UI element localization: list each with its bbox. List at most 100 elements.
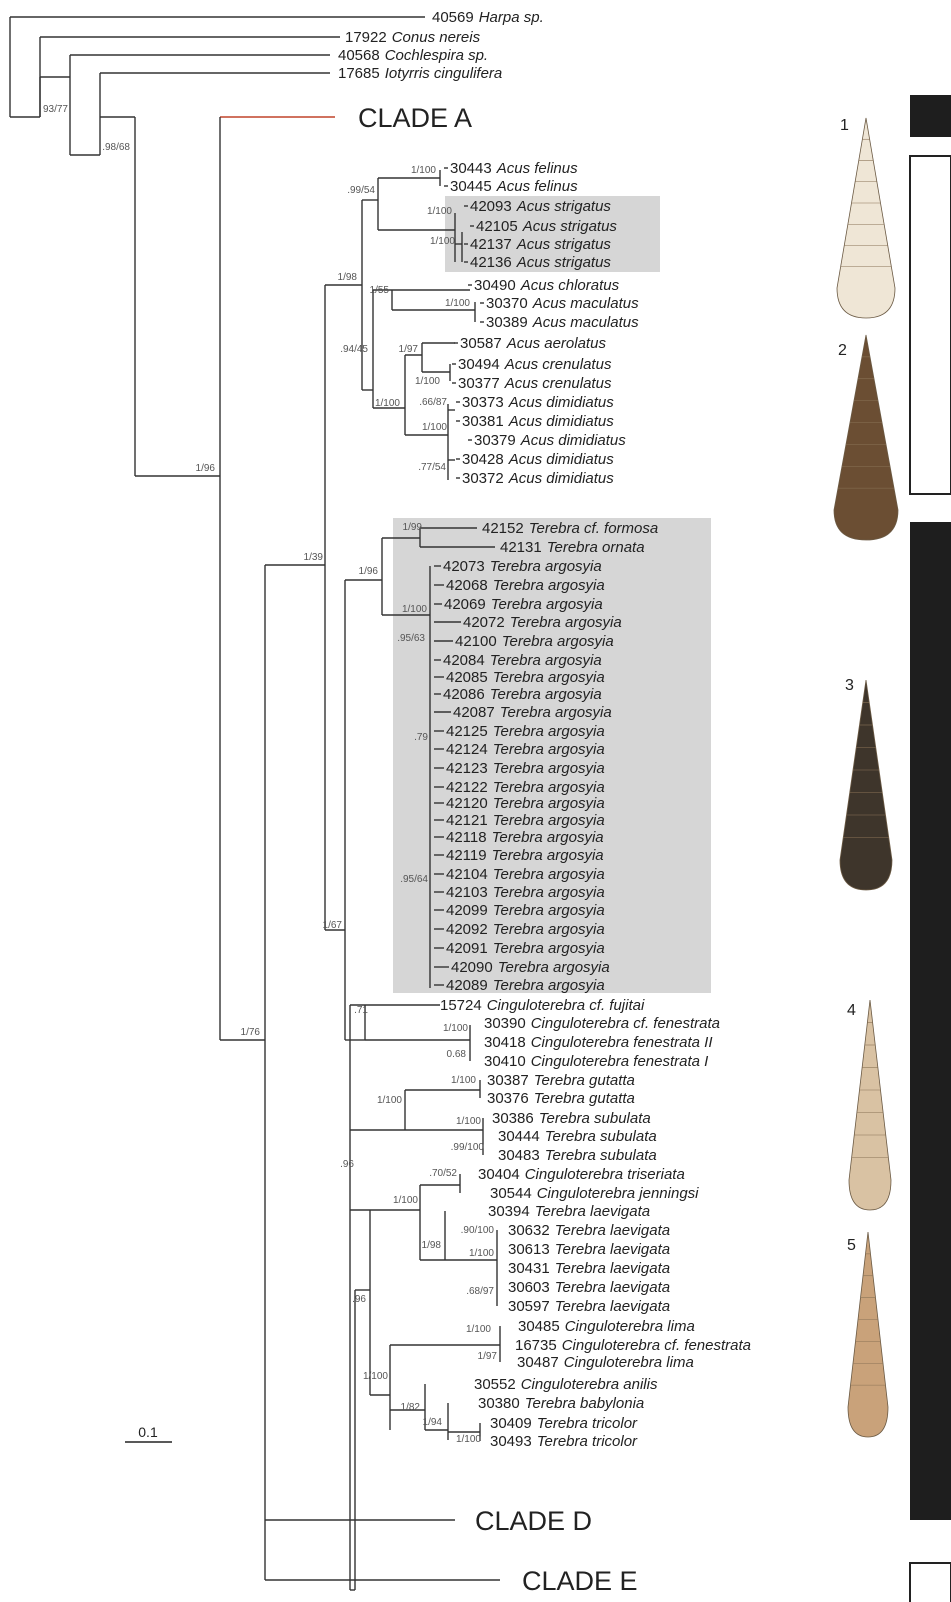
tip-cinguloterebra: 16735Cinguloterebra cf. fenestrata: [515, 1337, 751, 1354]
support-value: 1/100: [402, 604, 427, 615]
tip-terebra: 42069Terebra argosyia: [444, 596, 603, 613]
support-value: 1/100: [363, 1371, 388, 1382]
support-value: 1/76: [241, 1027, 261, 1038]
clade-c-bar: [910, 522, 951, 1520]
support-value: .79: [414, 732, 428, 743]
shell-number: 4: [847, 1002, 856, 1019]
tip-cinguloterebra: 30409Terebra tricolor: [490, 1415, 638, 1432]
support-value: .68/97: [466, 1286, 494, 1297]
clade-b-bar: [910, 156, 951, 494]
tip-terebra: 42121Terebra argosyia: [446, 812, 605, 829]
support-value: 1/94: [423, 1417, 443, 1428]
tip-cinguloterebra: 30597Terebra laevigata: [508, 1298, 670, 1315]
shell-cinguloterebra: [848, 1232, 888, 1437]
shell-terebra-gutatta: [849, 1000, 891, 1210]
tip-cinguloterebra: 30386Terebra subulata: [492, 1110, 651, 1127]
tip-acus: 30379Acus dimidiatus: [474, 432, 626, 449]
tip-conus: 17922Conus nereis: [345, 29, 481, 46]
shell-terebra-argosyia: [840, 680, 892, 890]
clade-a-label: CLADE A: [358, 103, 472, 133]
shell-number: 3: [845, 677, 854, 694]
support-value: 1/96: [196, 463, 216, 474]
support-value: .95/64: [400, 874, 428, 885]
tip-cinguloterebra: 30487Cinguloterebra lima: [517, 1354, 694, 1371]
support-value: .99/100: [451, 1142, 485, 1153]
tip-cinguloterebra: 30485Cinguloterebra lima: [518, 1318, 695, 1335]
support-value: 1/100: [430, 236, 455, 247]
tip-cinguloterebra: 30613Terebra laevigata: [508, 1241, 670, 1258]
support-value: 1/100: [415, 376, 440, 387]
tip-acus: 30381Acus dimidiatus: [462, 413, 614, 430]
tip-terebra: 42131Terebra ornata: [500, 539, 645, 556]
tip-acus: 30587Acus aerolatus: [460, 335, 606, 352]
tip-terebra: 42103Terebra argosyia: [446, 884, 605, 901]
tip-terebra: 42122Terebra argosyia: [446, 779, 605, 796]
scale-bar-label: 0.1: [138, 1424, 158, 1440]
tip-cinguloterebra: 30376Terebra gutatta: [487, 1090, 635, 1107]
tip-acus: 30372Acus dimidiatus: [462, 470, 614, 487]
tip-terebra: 42123Terebra argosyia: [446, 760, 605, 777]
shell-number: 1: [840, 117, 849, 134]
tip-acus: 42105Acus strigatus: [476, 218, 617, 235]
shell-number: 2: [838, 342, 847, 359]
support-value: 1/39: [304, 552, 324, 563]
clade-e-label: CLADE E: [522, 1566, 638, 1596]
support-value: 1/100: [422, 422, 447, 433]
support-value: 1/100: [456, 1434, 481, 1445]
clade-a-bar: [910, 95, 951, 137]
clade-e-bar: [910, 1563, 951, 1602]
tip-acus: 30389Acus maculatus: [486, 314, 639, 331]
shell-acus-dimidiatus: [834, 335, 898, 540]
support-value: .66/87: [419, 397, 447, 408]
support-value: 1/100: [443, 1023, 468, 1034]
support-value: 1/82: [401, 1402, 421, 1413]
support-value: 0.68: [447, 1049, 467, 1060]
tip-terebra: 42119Terebra argosyia: [446, 847, 604, 864]
tip-cochlespira: 40568Cochlespira sp.: [338, 47, 488, 64]
tip-acus: 30490Acus chloratus: [474, 277, 620, 294]
support-value: 1/100: [427, 206, 452, 217]
tip-terebra: 42099Terebra argosyia: [446, 902, 605, 919]
tip-acus: 30370Acus maculatus: [486, 295, 639, 312]
tip-terebra: 42090Terebra argosyia: [451, 959, 610, 976]
tip-terebra: 42100Terebra argosyia: [455, 633, 614, 650]
tip-terebra: 42125Terebra argosyia: [446, 723, 605, 740]
tip-terebra: 42104Terebra argosyia: [446, 866, 605, 883]
tip-terebra: 42085Terebra argosyia: [446, 669, 605, 686]
tip-cinguloterebra: 30404Cinguloterebra triseriata: [478, 1166, 685, 1183]
support-value: 1/100: [375, 398, 400, 409]
tip-acus: 30428Acus dimidiatus: [462, 451, 614, 468]
support-value: 1/100: [445, 298, 470, 309]
tip-cinguloterebra: 30493Terebra tricolor: [490, 1433, 638, 1450]
tip-cinguloterebra: 30410Cinguloterebra fenestrata I: [484, 1053, 708, 1070]
support-value: 1/100: [377, 1095, 402, 1106]
tip-terebra: 42084Terebra argosyia: [443, 652, 602, 669]
support-value: .95/63: [397, 633, 425, 644]
support-value: 1/99: [403, 522, 423, 533]
shell-acus-strigatus: [837, 118, 895, 318]
support-value: 1/100: [411, 165, 436, 176]
tip-harpa: 40569Harpa sp.: [432, 9, 544, 26]
tip-iotyrris: 17685Iotyrris cingulifera: [338, 65, 502, 82]
tip-terebra: 42091Terebra argosyia: [446, 940, 605, 957]
support-value: 1/67: [323, 920, 343, 931]
tip-cinguloterebra: 30390Cinguloterebra cf. fenestrata: [484, 1015, 720, 1032]
support-value: 1/100: [456, 1116, 481, 1127]
support-value: .96: [352, 1294, 366, 1305]
tip-cinguloterebra: 30387Terebra gutatta: [487, 1072, 635, 1089]
tip-terebra: 42120Terebra argosyia: [446, 795, 605, 812]
tip-cinguloterebra: 30483Terebra subulata: [498, 1147, 657, 1164]
tip-acus: 42093Acus strigatus: [470, 198, 611, 215]
support-value: 1/97: [478, 1351, 498, 1362]
support-value: 1/100: [466, 1324, 491, 1335]
tip-terebra: 42068Terebra argosyia: [446, 577, 605, 594]
support-value: .96: [340, 1159, 354, 1170]
tip-cinguloterebra: 30632Terebra laevigata: [508, 1222, 670, 1239]
tip-terebra: 42092Terebra argosyia: [446, 921, 605, 938]
tip-acus: 30445Acus felinus: [450, 178, 578, 195]
tip-terebra: 42072Terebra argosyia: [463, 614, 622, 631]
support-value: 1/97: [399, 344, 419, 355]
shell-images: 12345: [834, 117, 898, 1437]
tip-cinguloterebra: 30418Cinguloterebra fenestrata II: [484, 1034, 713, 1051]
clade-bars: [910, 95, 951, 1602]
